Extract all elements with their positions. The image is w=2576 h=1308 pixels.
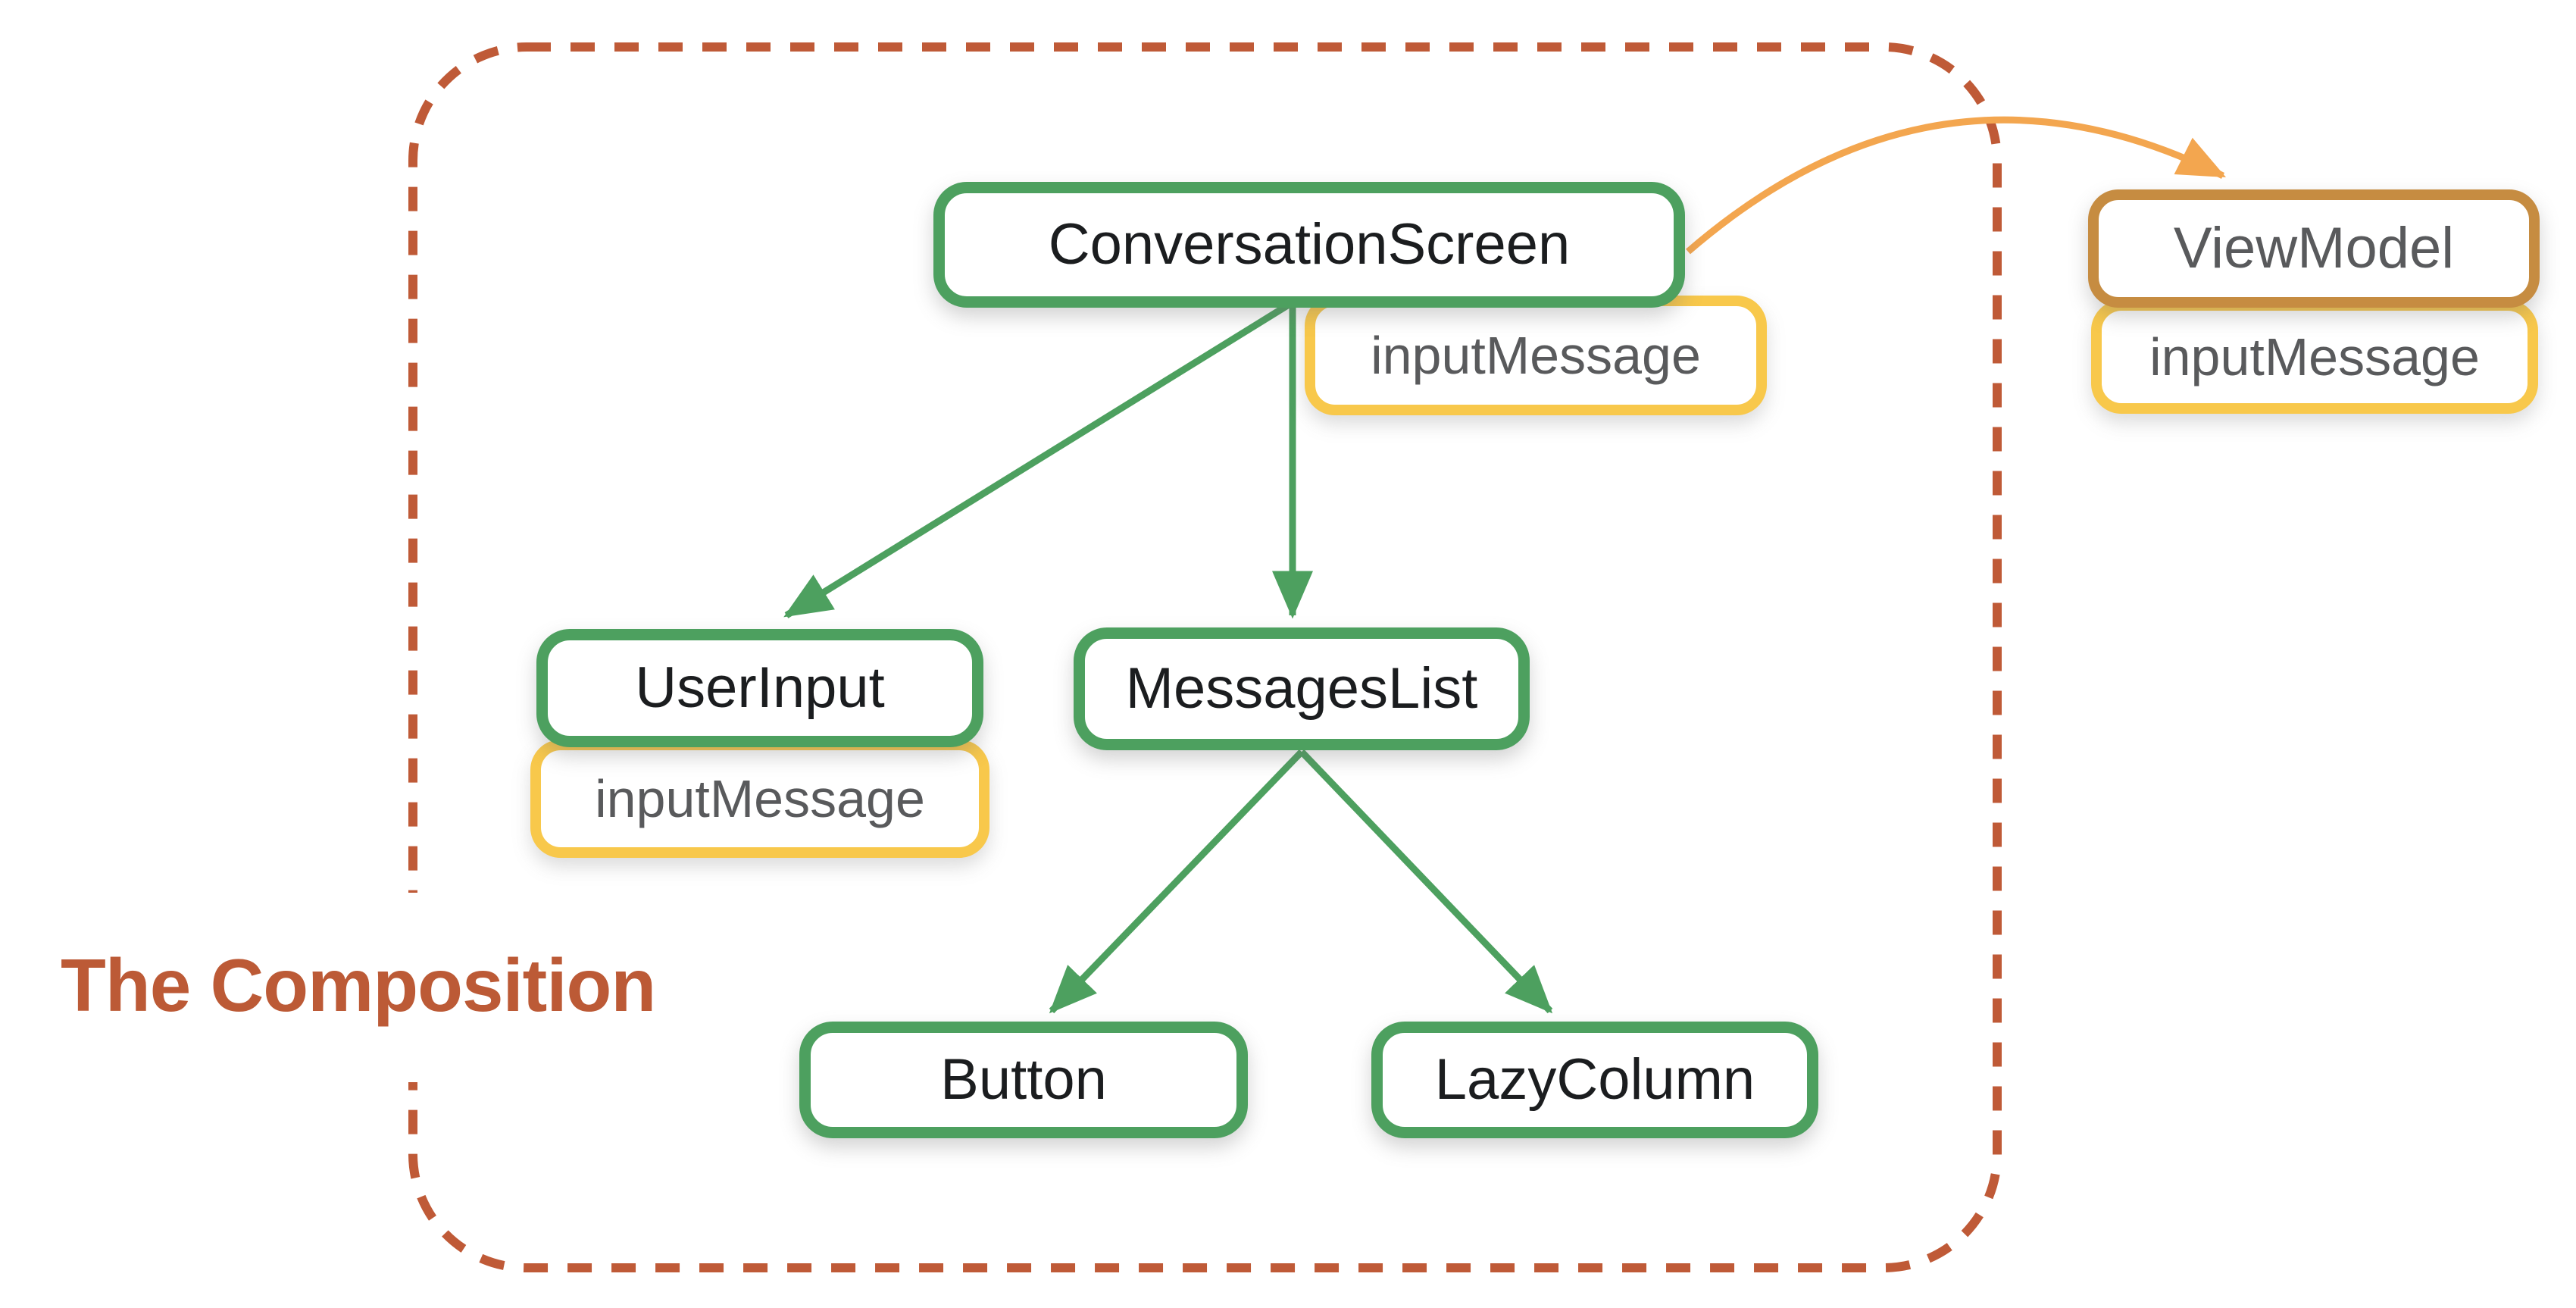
node-button: Button xyxy=(799,1022,1248,1138)
node-lazycolumn: LazyColumn xyxy=(1371,1022,1818,1138)
badge-viewmodel-inputmessage: inputMessage xyxy=(2091,300,2538,414)
badge-conversationscreen-inputmessage: inputMessage xyxy=(1305,296,1767,415)
edge-messageslist-to-button xyxy=(1049,749,1305,1014)
diagram-title: The Composition xyxy=(61,943,656,1027)
node-conversationscreen: ConversationScreen xyxy=(933,182,1685,308)
node-userinput: UserInput xyxy=(536,629,983,747)
edge-conversationscreen-to-userinput xyxy=(783,302,1291,618)
badge-userinput-inputmessage: inputMessage xyxy=(530,740,989,858)
node-messageslist: MessagesList xyxy=(1074,627,1530,750)
node-viewmodel: ViewModel xyxy=(2088,189,2540,308)
edge-messageslist-to-lazycolumn xyxy=(1299,749,1553,1014)
